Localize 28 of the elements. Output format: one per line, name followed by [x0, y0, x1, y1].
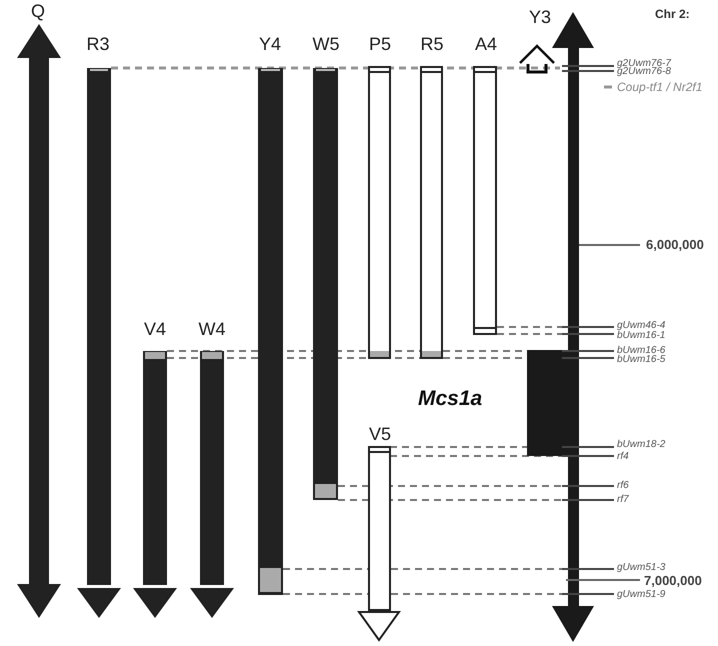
strain-label: P5: [368, 35, 392, 53]
strain-label: V4: [144, 320, 166, 338]
marker-label: rf4: [617, 452, 629, 462]
marker-label: bUwm16-6: [617, 346, 666, 356]
position-label: 6,000,000: [646, 238, 704, 251]
strain-label: Y4: [258, 35, 282, 53]
strain-label: A4: [474, 35, 498, 53]
strain-label: R3: [86, 35, 110, 53]
strain-label: Q: [31, 2, 45, 20]
marker-label: gUwm51-9: [617, 590, 666, 600]
marker-label: bUwm16-1: [617, 331, 666, 341]
locus-label: Mcs1a: [418, 388, 482, 409]
strain-label: Y3: [528, 8, 552, 26]
strain-label: W5: [312, 35, 340, 53]
strain-label: V5: [368, 425, 392, 443]
chromosome-label: Chr 2:: [655, 8, 690, 20]
marker-label: gUwm46-4: [617, 321, 666, 331]
marker-label: g2Uwm76-7: [617, 59, 671, 69]
gene-label: Coup-tf1 / Nr2f1: [617, 81, 702, 93]
marker-label: rf6: [617, 481, 629, 491]
strain-label: R5: [420, 35, 444, 53]
marker-label: bUwm16-5: [617, 355, 666, 365]
marker-label: gUwm51-3: [617, 563, 666, 573]
position-label: 7,000,000: [644, 574, 702, 587]
strain-label: W4: [198, 320, 226, 338]
marker-label: rf7: [617, 495, 629, 505]
marker-label: g2Uwm76-8: [617, 67, 671, 77]
marker-label: bUwm18-2: [617, 440, 666, 450]
